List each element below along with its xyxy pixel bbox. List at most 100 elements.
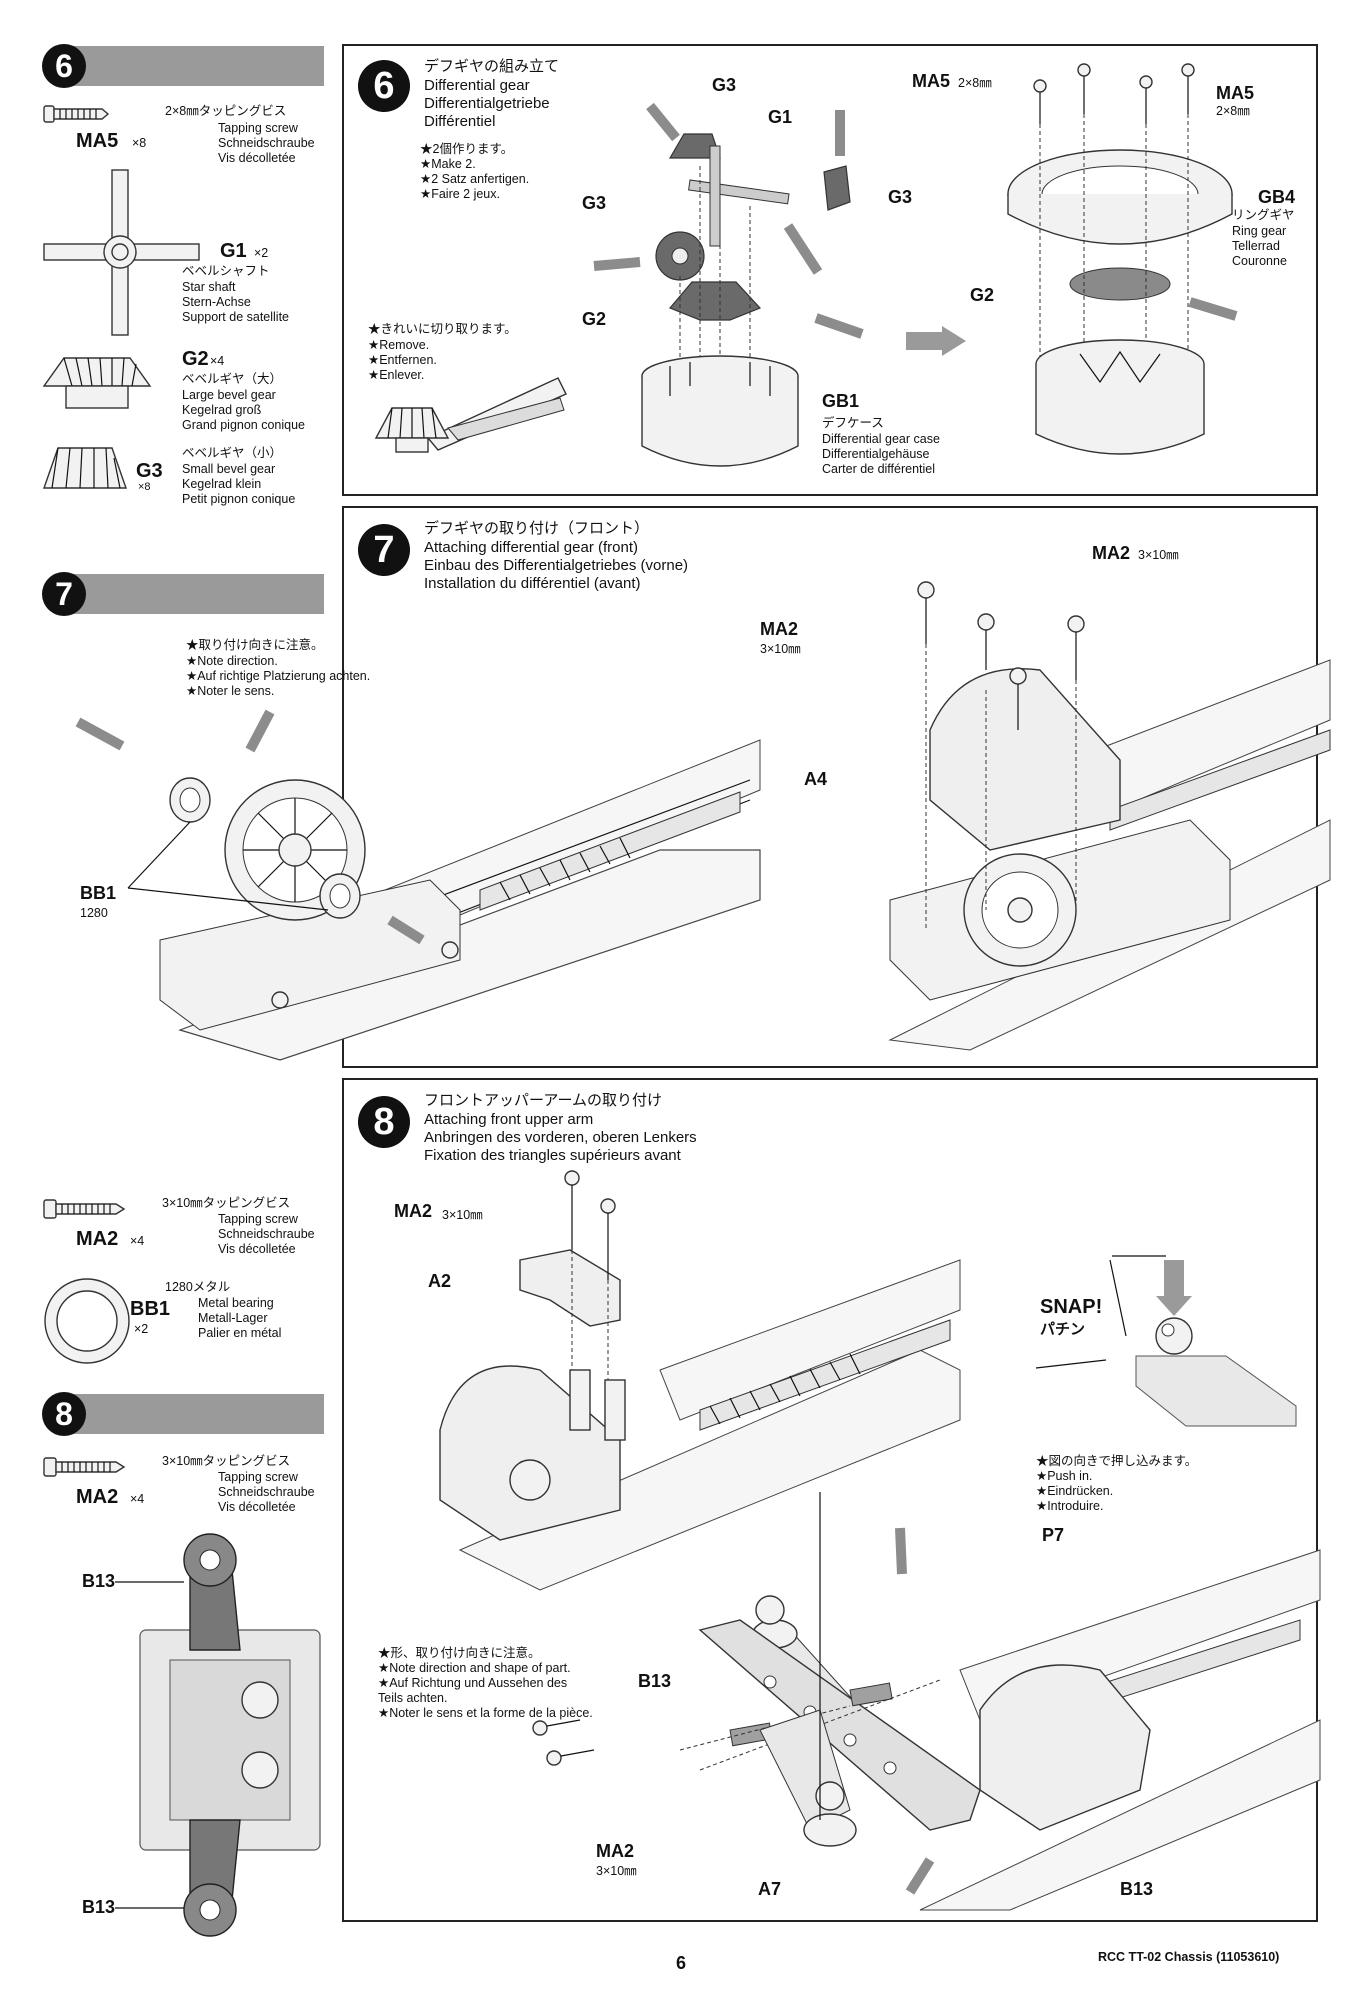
part-desc-jp: ベベルギヤ（小） (182, 446, 283, 460)
screw-icon (43, 1457, 126, 1477)
part-qty: ×2 (254, 246, 269, 260)
part-sub-label: 1280 (80, 906, 108, 920)
note-de: ★2 Satz anfertigen. (420, 172, 530, 186)
part-code-ma5: MA5 (76, 130, 119, 152)
step-title-de: Einbau des Differentialgetriebes (vorne) (424, 557, 689, 574)
part-qty: ×8 (138, 481, 151, 493)
part-desc-en: Metal bearing (198, 1296, 274, 1310)
part-label-a2: A2 (428, 1271, 452, 1291)
upper-arm-assembly-illustration (115, 1533, 321, 1937)
shape-note-jp: ★形、取り付け向きに注意。 (378, 1646, 541, 1660)
part-code-g1: G1 (220, 240, 247, 262)
part-code-bb1: BB1 (130, 1298, 171, 1320)
part-desc-en: Tapping screw (218, 121, 298, 135)
step-title-de: Differentialgetriebe (424, 95, 550, 112)
snap-text: SNAP! (1040, 1296, 1103, 1318)
shape-note-en: ★Note direction and shape of part. (378, 1661, 571, 1675)
gb1-desc-jp: デフケース (822, 416, 884, 430)
gear-cover-install-illustration (888, 581, 1331, 1051)
part-label-ma2: MA2 (760, 619, 799, 639)
step7-badge: 7 (42, 572, 86, 616)
note-fr: ★Faire 2 jeux. (420, 187, 500, 201)
part-desc-fr: Palier en métal (198, 1326, 282, 1340)
part-label-g3: G3 (888, 187, 913, 207)
large-bevel-gear-icon (42, 357, 152, 409)
part-label-b13: B13 (82, 1571, 116, 1591)
part-size: 2×8㎜ (958, 76, 992, 90)
chassis-diff-install-illustration (75, 709, 761, 1061)
part-desc-fr: Vis décolletée (218, 151, 296, 165)
step-title-en: Attaching differential gear (front) (424, 539, 639, 556)
upper-arm-mount-illustration (439, 1170, 961, 1591)
gb1-desc-fr: Carter de différentiel (822, 462, 936, 476)
remove-note-fr: ★Enlever. (368, 368, 425, 382)
step8-header-bar (56, 1394, 324, 1434)
step-title-jp: デフギヤの組み立て (424, 58, 560, 75)
nippers-cut-illustration (374, 377, 567, 453)
step-title-en: Attaching front upper arm (424, 1111, 594, 1128)
step-title-en: Differential gear (424, 77, 530, 94)
step-title-fr: Fixation des triangles supérieurs avant (424, 1147, 681, 1164)
ring-gear-assembly-illustration (1007, 63, 1238, 455)
part-label-b13: B13 (1120, 1879, 1154, 1899)
push-note-fr: ★Introduire. (1036, 1499, 1104, 1513)
step6-panel (342, 44, 1318, 496)
part-desc-en: Large bevel gear (182, 388, 276, 402)
part-qty: ×4 (130, 1234, 145, 1248)
screw-icon (43, 1199, 126, 1219)
part-desc-fr: Vis décolletée (218, 1242, 296, 1256)
part-desc-de: Schneidschraube (218, 136, 315, 150)
part-desc-en: Small bevel gear (182, 462, 276, 476)
part-desc-jp: 3×10㎜タッピングビス (162, 1454, 291, 1468)
shape-note-de2: Teils achten. (378, 1691, 448, 1705)
note-en: ★Note direction. (186, 654, 278, 668)
step6-badge: 6 (42, 44, 86, 88)
part-code-g3: G3 (136, 460, 163, 482)
metal-bearing-icon (44, 1278, 130, 1364)
part-qty: ×4 (130, 1492, 145, 1506)
part-desc-en: Tapping screw (218, 1470, 298, 1484)
part-desc-en: Star shaft (182, 280, 236, 294)
step-title-jp: フロントアッパーアームの取り付け (424, 1092, 663, 1109)
part-desc-jp: 3×10㎜タッピングビス (162, 1196, 291, 1210)
step6-header-bar (56, 46, 324, 86)
part-label-g3: G3 (582, 193, 607, 213)
upper-arm-install-illustration (532, 1492, 1321, 1911)
part-size: 3×10㎜ (596, 1864, 637, 1878)
diff-gear-exploded-illustration (593, 102, 864, 467)
part-label-gb1: GB1 (822, 391, 860, 411)
part-label-g2: G2 (582, 309, 607, 329)
note-fr: ★Noter le sens. (186, 684, 275, 698)
shape-note-fr: ★Noter le sens et la forme de la pièce. (378, 1706, 593, 1720)
part-label-ma2: MA2 (394, 1201, 433, 1221)
remove-note-de: ★Entfernen. (368, 353, 437, 367)
step8-panel (342, 1078, 1318, 1922)
push-note-en: ★Push in. (1036, 1469, 1093, 1483)
gb4-desc-jp: リングギヤ (1232, 208, 1295, 222)
part-size: 3×10㎜ (1138, 548, 1179, 562)
gb4-desc-fr: Couronne (1232, 254, 1287, 268)
step-title-fr: Différentiel (424, 113, 496, 130)
part-desc-fr: Vis décolletée (218, 1500, 296, 1514)
part-desc-de: Kegelrad klein (182, 477, 262, 491)
part-label-b13: B13 (638, 1671, 672, 1691)
push-note-jp: ★図の向きで押し込みます。 (1036, 1454, 1198, 1468)
part-desc-jp: ベベルシャフト (182, 264, 270, 278)
note-jp: ★取り付け向きに注意。 (186, 638, 324, 652)
part-code-ma2: MA2 (76, 1486, 119, 1508)
part-label-b13: B13 (82, 1897, 116, 1917)
part-label-a4: A4 (804, 769, 828, 789)
part-label-g3: G3 (712, 75, 737, 95)
part-desc-fr: Support de satellite (182, 310, 290, 324)
part-qty: ×2 (134, 1322, 149, 1336)
part-desc-de: Metall-Lager (198, 1311, 268, 1325)
snap-text-jp: パチン (1040, 1321, 1086, 1338)
step-title-de: Anbringen des vorderen, oberen Lenkers (424, 1129, 697, 1146)
screw-icon (43, 105, 110, 123)
part-code-ma2: MA2 (76, 1228, 119, 1250)
part-label-ma5: MA5 (1216, 83, 1255, 103)
push-note-de: ★Eindrücken. (1036, 1484, 1114, 1498)
step7-header-bar (56, 574, 324, 614)
part-label-ma2: MA2 (1092, 543, 1131, 563)
part-label-g1: G1 (768, 107, 793, 127)
